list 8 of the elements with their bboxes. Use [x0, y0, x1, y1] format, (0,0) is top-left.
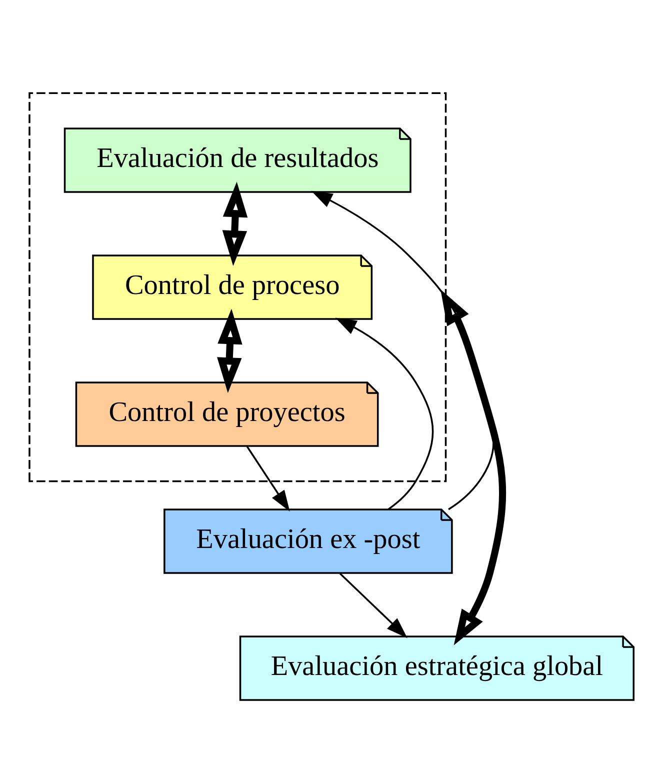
cluster [28, 92, 447, 482]
arrow [246, 445, 290, 511]
arrow [339, 572, 408, 638]
arrow [222, 181, 248, 266]
arrow [217, 308, 242, 392]
arrow [335, 317, 434, 510]
arrow [311, 190, 494, 510]
arrow [440, 288, 506, 645]
